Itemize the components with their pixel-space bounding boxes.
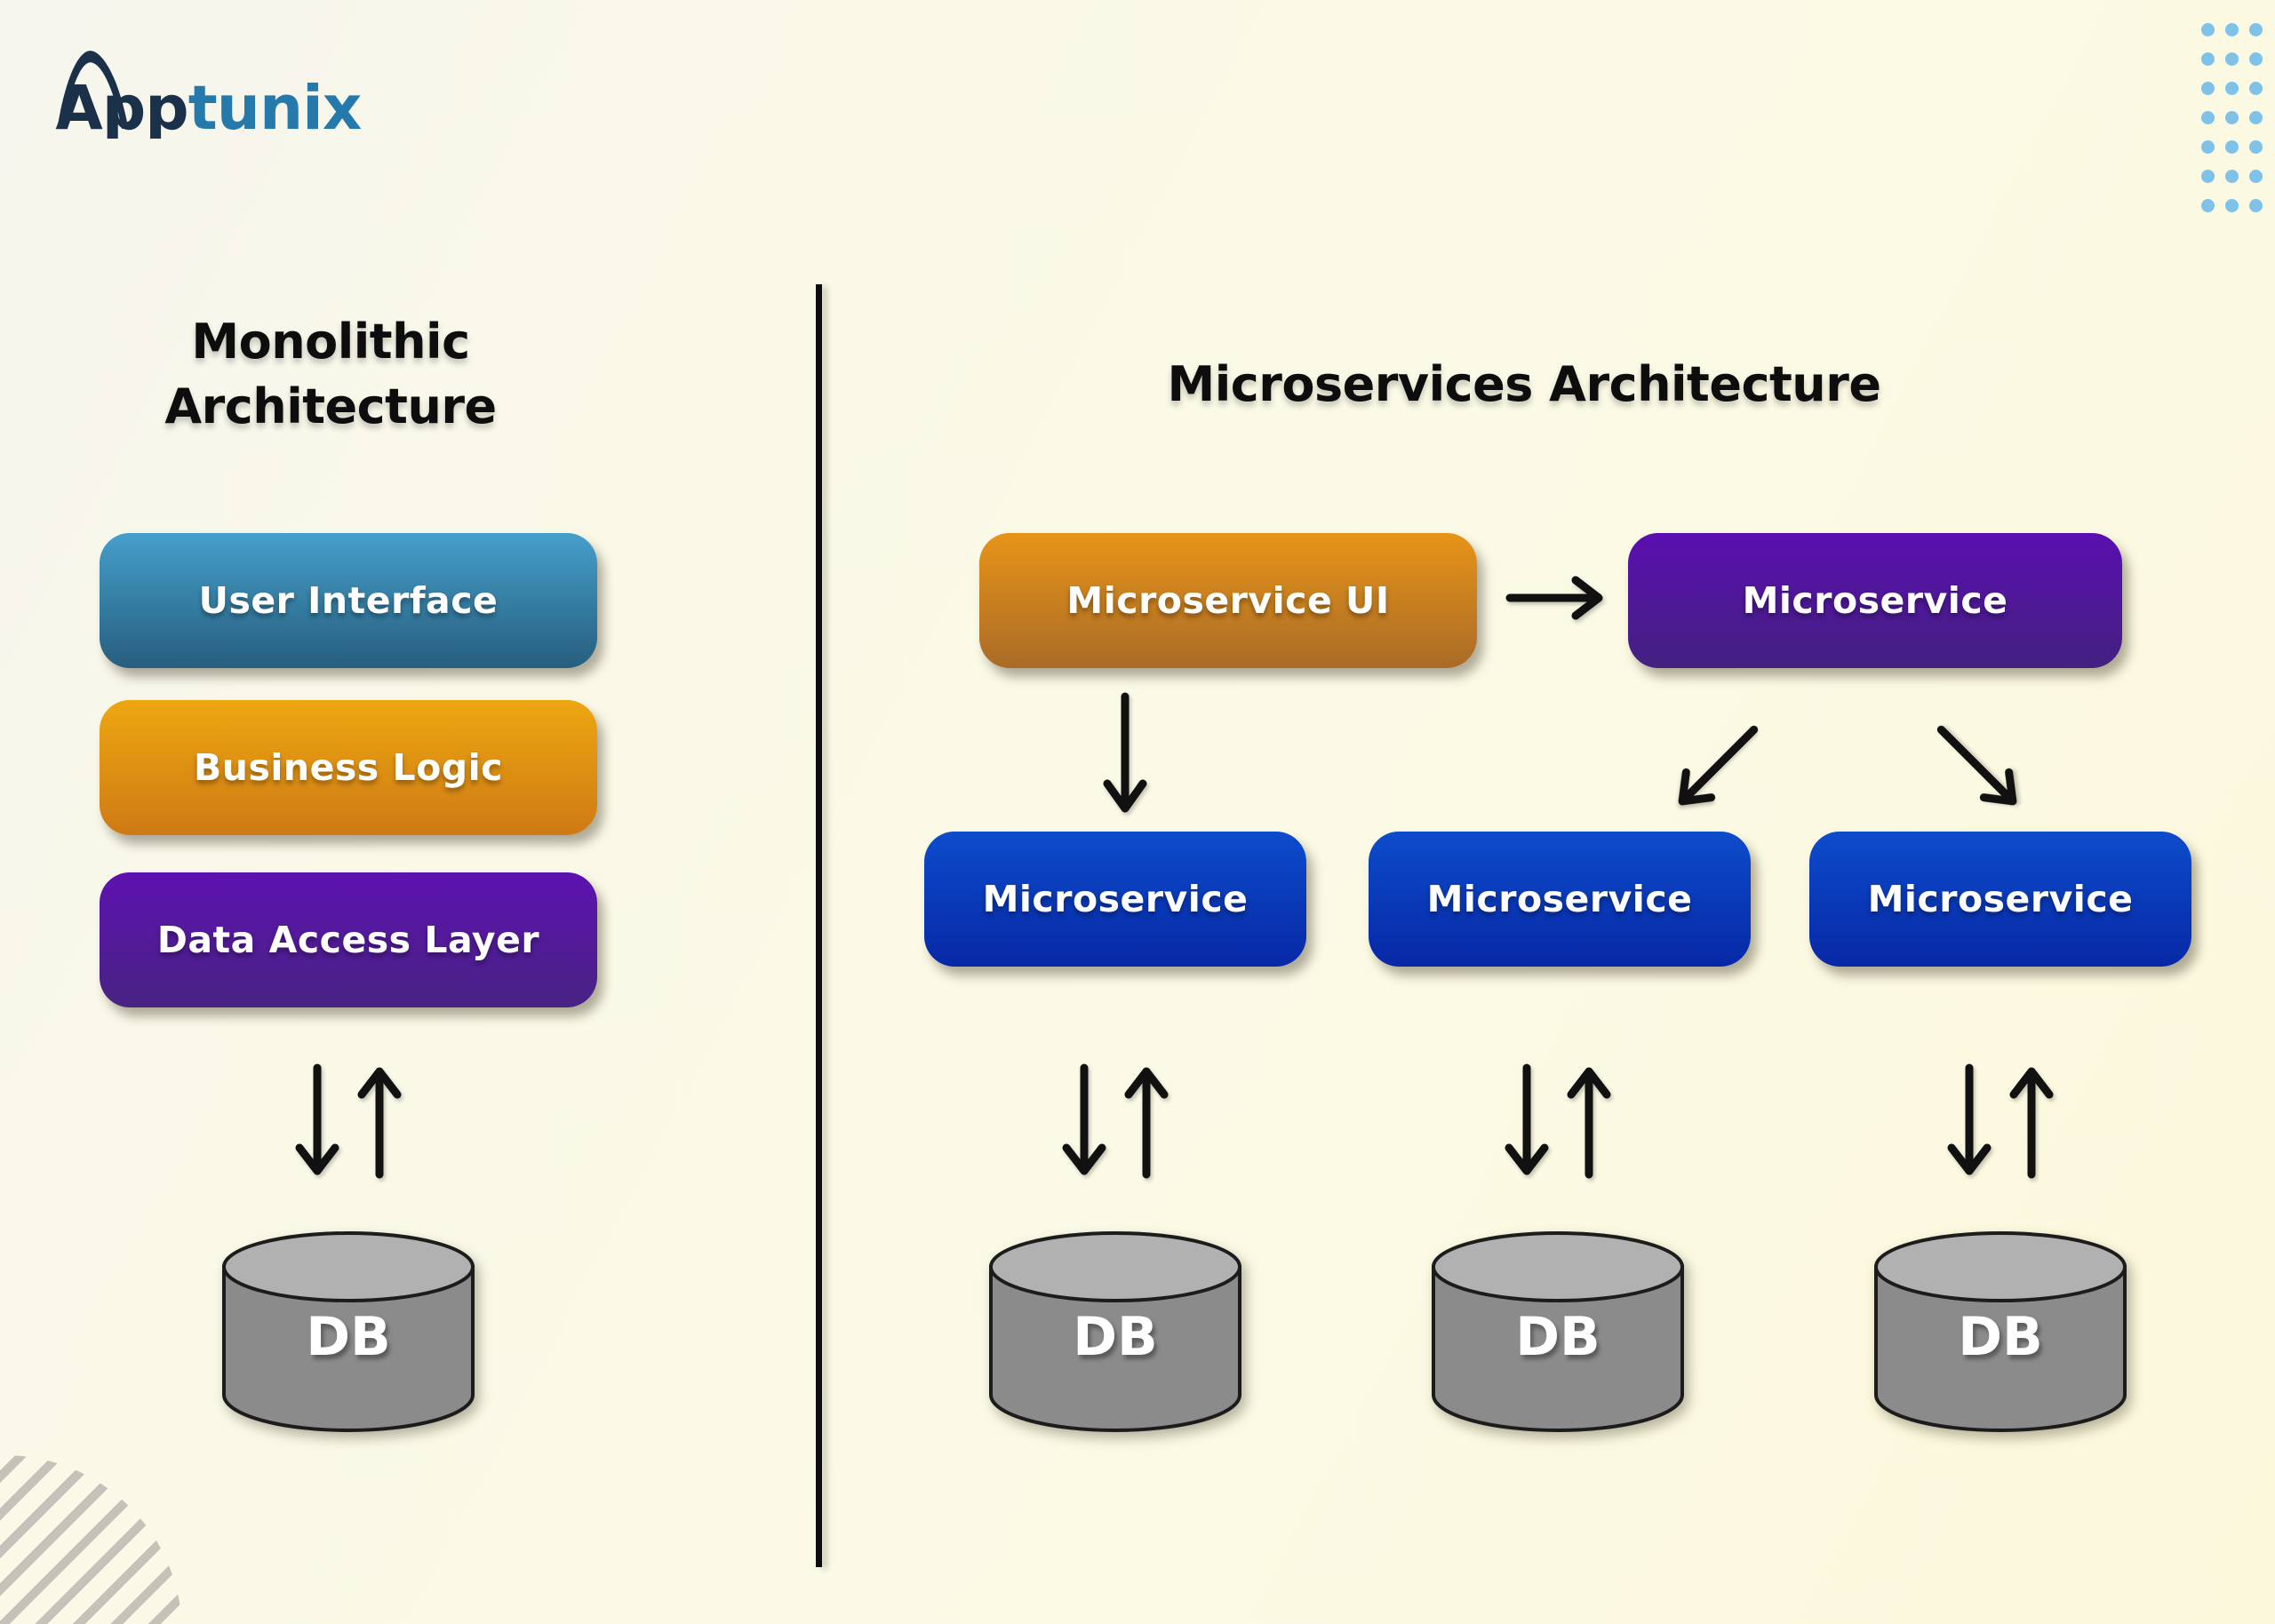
up-arrow-icon (1124, 1067, 1169, 1179)
down-arrow-icon (1103, 692, 1147, 813)
microservice-box-2: Microservice (1369, 832, 1751, 967)
database-label: DB (306, 1306, 391, 1368)
database-cylinder: DB (982, 1228, 1249, 1437)
logo-arch-icon (57, 51, 129, 129)
database-icon (989, 1231, 1241, 1432)
service-label: Microservice (1867, 878, 2134, 920)
db-sync-arrows (1504, 1063, 1612, 1180)
up-arrow-icon (357, 1067, 402, 1179)
database-cylinder: DB (215, 1228, 482, 1437)
layer-label: Data Access Layer (156, 919, 540, 961)
microservice-box-1: Microservice (924, 832, 1306, 967)
database-cylinder: DB (1425, 1228, 1691, 1437)
logo-wordmark: Apptunix (55, 73, 361, 139)
database-icon (1874, 1231, 2127, 1432)
db-sync-arrows (1946, 1063, 2055, 1180)
monolithic-title: Monolithic Architecture (164, 314, 497, 435)
down-arrow-icon (1947, 1063, 1992, 1175)
up-arrow-icon (1567, 1067, 1611, 1179)
down-arrow-icon (295, 1063, 339, 1175)
layer-box-data-access-layer: Data Access Layer (100, 872, 597, 1007)
layer-box-user-interface: User Interface (100, 533, 597, 668)
database-label: DB (1515, 1306, 1600, 1368)
up-arrow-icon (2009, 1067, 2054, 1179)
service-label: Microservice (982, 878, 1249, 920)
right-arrow-icon (1505, 576, 1603, 620)
db-sync-arrows (1061, 1063, 1169, 1180)
microservices-title: Microservices Architecture (1167, 356, 1881, 412)
layer-box-business-logic: Business Logic (100, 700, 597, 835)
db-sync-arrows (294, 1063, 403, 1180)
down-arrow-icon (1505, 1063, 1549, 1175)
database-icon (222, 1231, 475, 1432)
service-label: Microservice (1742, 579, 2008, 622)
database-label: DB (1958, 1306, 2043, 1368)
database-label: DB (1073, 1306, 1158, 1368)
layer-label: Business Logic (194, 746, 503, 789)
layer-label: User Interface (198, 579, 499, 622)
database-cylinder: DB (1867, 1228, 2134, 1437)
database-icon (1432, 1231, 1684, 1432)
apptunix-logo: Apptunix (55, 51, 363, 139)
down-left-arrow-icon (1678, 725, 1759, 806)
down-arrow-icon (1062, 1063, 1106, 1175)
service-label: Microservice (1426, 878, 1693, 920)
microservice-ui-box: Microservice UI (979, 533, 1477, 668)
section-divider (816, 284, 822, 1567)
microservice-box-3: Microservice (1809, 832, 2191, 967)
dots-pattern-decoration (2201, 23, 2263, 212)
microservice-root-box: Microservice (1628, 533, 2122, 668)
service-label: Microservice UI (1066, 579, 1390, 622)
stripes-pattern-decoration (0, 1455, 182, 1624)
down-right-arrow-icon (1936, 725, 2017, 806)
